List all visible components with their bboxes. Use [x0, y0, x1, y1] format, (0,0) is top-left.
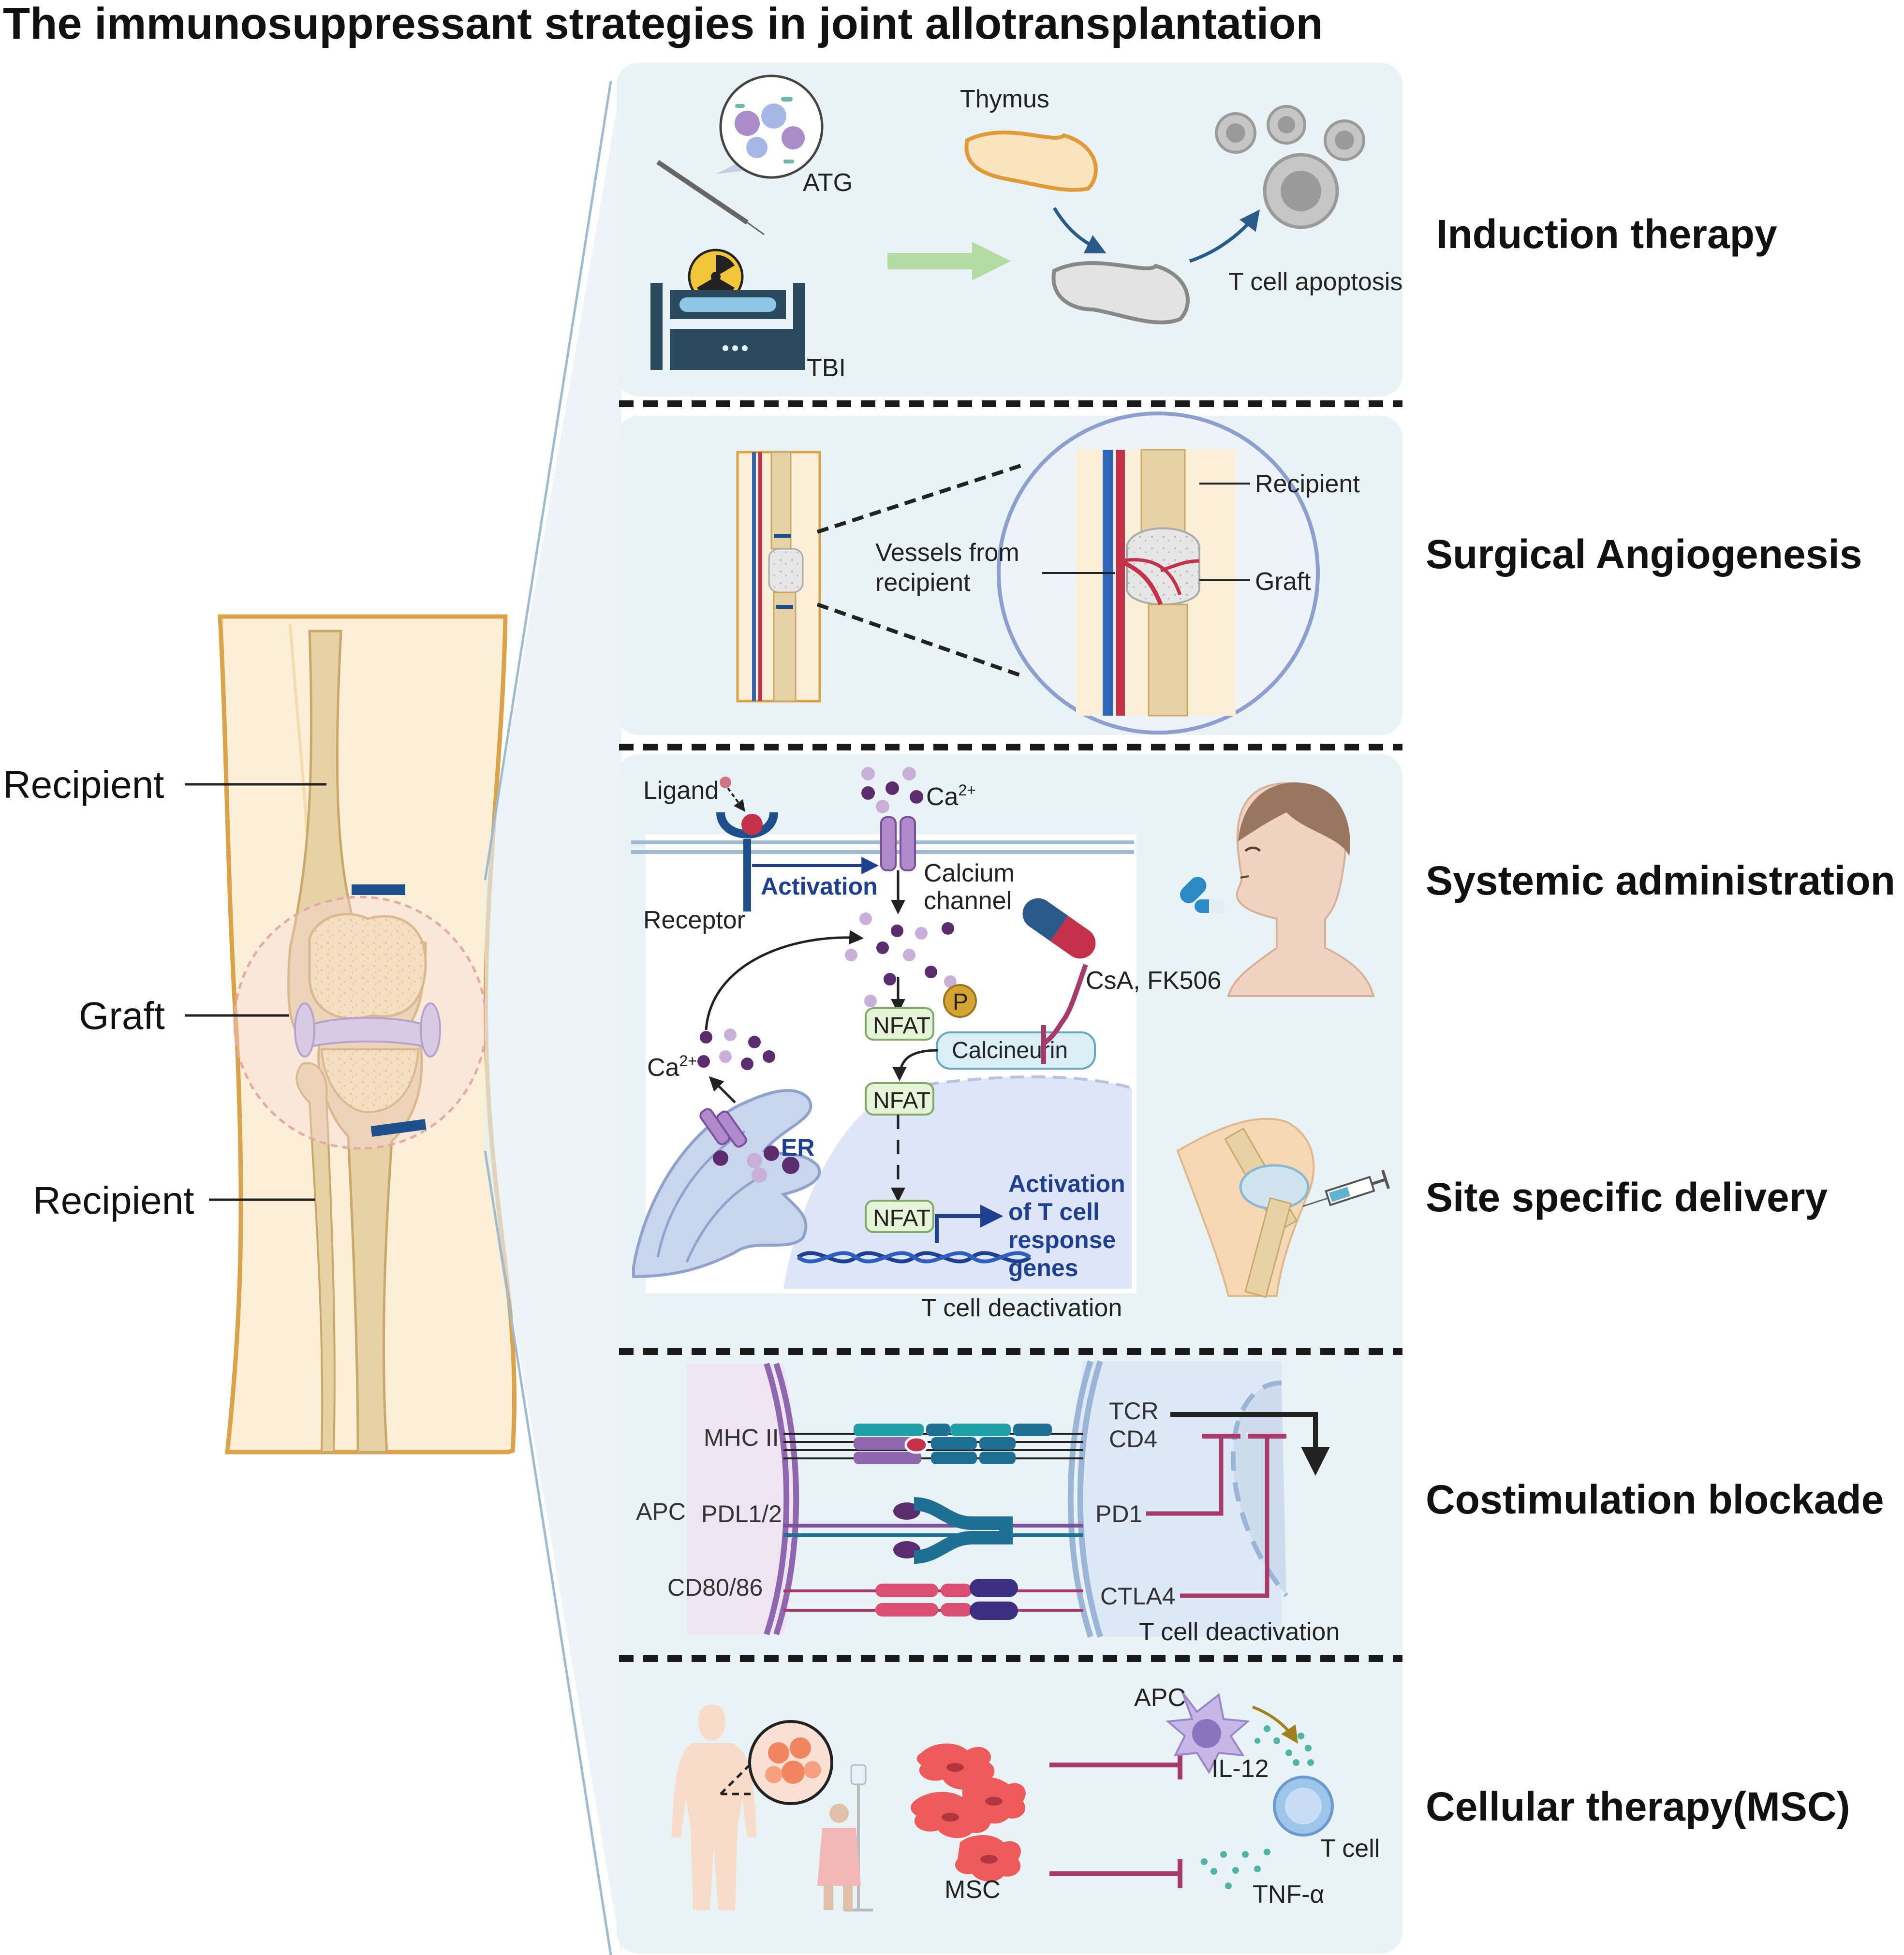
heading-angiogenesis: Surgical Angiogenesis [1426, 531, 1862, 577]
knee-illustration [218, 614, 517, 1455]
label-cd80: CD80/86 [667, 1574, 763, 1601]
label-deactivation-systemic: T cell deactivation [921, 1294, 1122, 1322]
label-graft: Graft [79, 994, 165, 1037]
label-pd1: PD1 [1095, 1500, 1142, 1528]
label-response-1: Activation [1008, 1170, 1125, 1197]
thymus-organ [964, 130, 1098, 192]
induction-panel: ATG TBI Thymus [650, 74, 1402, 382]
label-response-2: of T cell [1008, 1198, 1100, 1225]
label-graft-angio: Graft [1255, 568, 1311, 596]
label-nfat-2: NFAT [873, 1088, 930, 1114]
zoom-wedge [485, 81, 621, 1955]
label-apc-cellular: APC [1134, 1684, 1186, 1712]
tcell-membrane [1067, 1360, 1093, 1638]
donor-silhouette [671, 1705, 757, 1910]
label-recipient-angio: Recipient [1255, 470, 1360, 498]
label-channel-line1: Calcium [924, 859, 1015, 887]
phosphate-badge [943, 984, 977, 1018]
receptor [716, 812, 778, 838]
label-calcineurin: Calcineurin [952, 1038, 1068, 1063]
apc-cell [1166, 1691, 1250, 1775]
label-tbi: TBI [807, 354, 846, 382]
heading-costimulation: Costimulation blockade [1426, 1477, 1884, 1522]
drug-capsule [1022, 898, 1096, 959]
label-response-4: genes [1008, 1254, 1078, 1281]
label-vessels-line2: recipient [875, 569, 971, 597]
label-drugs: CsA, FK506 [1086, 967, 1221, 995]
calcineurin-pathway: ER Ligand Receptor Activation Calcium ch… [631, 767, 1375, 1322]
label-ca-er: Ca2+ [647, 1052, 697, 1082]
angiogenesis-panel: Recipient Graft Vessels from recipient [736, 412, 1360, 735]
tbi-machine [650, 249, 805, 370]
label-tcell-apoptosis: T cell apoptosis [1228, 268, 1402, 296]
syringe-icon [1302, 1170, 1390, 1207]
label-er: ER [781, 1134, 814, 1161]
apc-membrane [764, 1363, 790, 1635]
label-nfat-1: NFAT [873, 1013, 930, 1039]
label-recipient-top: Recipient [3, 763, 164, 806]
label-vessels-line1: Vessels from [875, 539, 1019, 567]
costimulation-diagram: MHC II APC PDL1/2 CD80/86 TCR CD4 PD1 CT… [636, 1360, 1340, 1646]
label-mhc: MHC II [704, 1424, 779, 1451]
heading-induction: Induction therapy [1436, 211, 1777, 257]
graft-region [233, 896, 487, 1150]
label-tnf: TNF-α [1253, 1881, 1324, 1909]
label-tcr: TCR [1109, 1397, 1159, 1425]
label-deactivation-costim: T cell deactivation [1139, 1618, 1340, 1646]
label-receptor: Receptor [643, 906, 745, 934]
thymus-depleted [1051, 261, 1190, 324]
label-cd4: CD4 [1109, 1426, 1157, 1453]
patient-iv [817, 1764, 873, 1911]
endoplasmic-reticulum [632, 1089, 821, 1279]
label-msc: MSC [945, 1876, 1001, 1904]
label-response-3: response [1008, 1226, 1116, 1253]
label-p: P [953, 989, 968, 1015]
label-channel-line2: channel [924, 887, 1012, 915]
label-thymus: Thymus [960, 85, 1049, 113]
label-ligand: Ligand [643, 777, 719, 805]
label-activation: Activation [761, 873, 878, 900]
label-ctla4: CTLA4 [1100, 1583, 1176, 1610]
figure-title: The immunosuppressant strategies in join… [3, 0, 1323, 48]
label-nfat-3: NFAT [873, 1205, 930, 1231]
heading-cellular: Cellular therapy(MSC) [1426, 1784, 1850, 1829]
cellular-therapy-diagram: MSC APC IL-12 T cell [671, 1684, 1380, 1911]
label-atg: ATG [803, 169, 853, 197]
label-tcell: T cell [1320, 1835, 1380, 1863]
label-il12: IL-12 [1211, 1755, 1269, 1783]
heading-systemic: Systemic administration [1426, 858, 1895, 903]
label-recipient-bottom: Recipient [33, 1179, 194, 1222]
person-taking-pills [1180, 782, 1375, 997]
label-apc: APC [636, 1498, 686, 1525]
label-pdl: PDL1/2 [701, 1500, 782, 1528]
induction-arrow [887, 242, 1011, 280]
heading-site-specific: Site specific delivery [1426, 1175, 1828, 1220]
knee-injection-illustration [1176, 1117, 1390, 1298]
label-ca-top: Ca2+ [926, 781, 976, 811]
